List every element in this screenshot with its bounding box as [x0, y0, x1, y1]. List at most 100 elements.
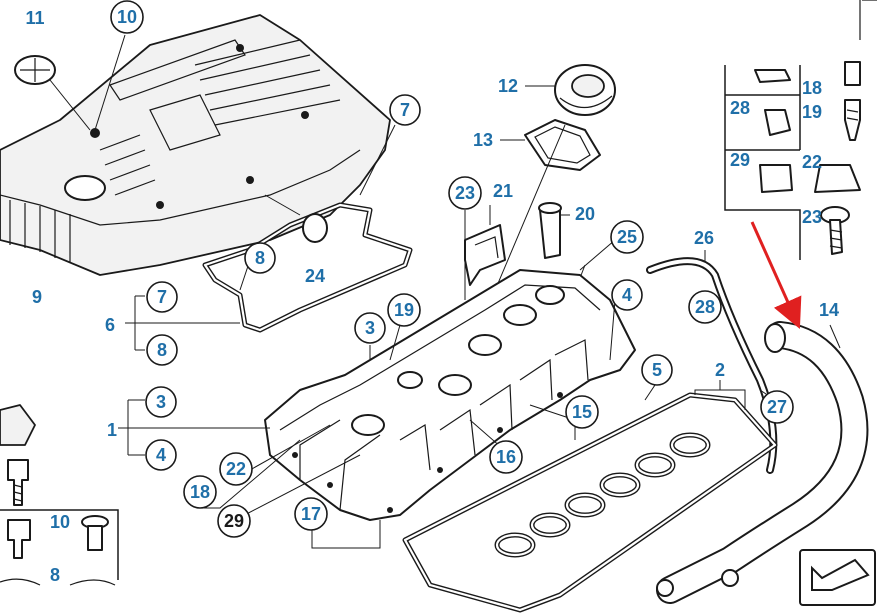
- callout-c4b: 4: [145, 439, 177, 471]
- cap-seal-13: [454, 119, 601, 386]
- callout-label: 28: [695, 297, 715, 317]
- callout-circle: [448, 176, 482, 210]
- callout-label: 24: [305, 266, 325, 286]
- callout-label: 6: [105, 315, 115, 335]
- callout-label: 18: [190, 482, 210, 502]
- callout-label: 26: [694, 228, 714, 248]
- callout-c7a: 7: [389, 94, 421, 126]
- callout-c25: 25: [610, 220, 644, 254]
- callout-circle: [219, 452, 253, 486]
- highlight-arrow: [750, 221, 802, 329]
- callout-label: 11: [25, 8, 44, 28]
- callout-circle: [354, 312, 386, 344]
- callout-label: 10: [117, 7, 137, 27]
- callout-circle: [145, 439, 177, 471]
- callout-c18a: 18: [183, 475, 217, 509]
- callout-c10b: 10: [50, 512, 70, 532]
- callout-label: 5: [652, 360, 662, 380]
- callout-c27: 27: [760, 390, 794, 424]
- bracket-part-21: [464, 205, 506, 300]
- callout-label: 10: [50, 512, 70, 532]
- callout-c17: 17: [294, 497, 328, 531]
- engine-top-cover: [0, 14, 391, 276]
- callout-c19b: 19: [802, 102, 822, 122]
- callout-label: 27: [767, 397, 787, 417]
- callout-c21: 21: [493, 181, 513, 201]
- callout-c4a: 4: [611, 279, 643, 311]
- pin-part-20: [538, 202, 570, 259]
- callout-label: 4: [156, 445, 166, 465]
- callout-c29a: 29: [217, 504, 251, 538]
- callout-label: 1: [107, 420, 117, 440]
- callout-label: 25: [617, 227, 637, 247]
- callout-circle: [146, 281, 178, 313]
- callout-c2: 2: [715, 360, 725, 380]
- callout-c20: 20: [575, 204, 595, 224]
- callout-circle: [389, 94, 421, 126]
- callout-label: 13: [473, 130, 493, 150]
- callout-label: 15: [572, 402, 592, 422]
- callout-c8b: 8: [146, 334, 178, 366]
- callout-c6: 6: [105, 315, 115, 335]
- callout-label: 2: [715, 360, 725, 380]
- clip-part-11: [14, 55, 91, 131]
- callout-c7b: 7: [146, 281, 178, 313]
- callout-c8a: 8: [244, 242, 276, 274]
- callout-c18b: 18: [802, 78, 822, 98]
- callout-label: 22: [802, 152, 822, 172]
- callout-circle: [146, 334, 178, 366]
- callout-c23b: 23: [802, 207, 822, 227]
- callout-label: 12: [498, 76, 518, 96]
- callout-label: 8: [255, 248, 265, 268]
- callout-c1: 1: [107, 420, 117, 440]
- oil-filler-cap-12: [525, 64, 616, 116]
- callout-circle: [489, 440, 523, 474]
- callout-c15: 15: [565, 395, 599, 429]
- callout-label: 4: [622, 285, 632, 305]
- callout-label: 23: [455, 183, 475, 203]
- callout-label: 22: [226, 459, 246, 479]
- callout-c22b: 22: [802, 152, 822, 172]
- callout-label: 14: [819, 300, 839, 320]
- callout-label: 3: [156, 392, 166, 412]
- callout-circle: [183, 475, 217, 509]
- callout-label: 19: [802, 102, 822, 122]
- callout-circle: [610, 220, 644, 254]
- callout-c24: 24: [305, 266, 325, 286]
- callout-label: 8: [50, 565, 60, 585]
- callout-c26: 26: [694, 228, 714, 248]
- callout-label: 21: [493, 181, 513, 201]
- callout-label: 28: [730, 98, 750, 118]
- right-inset-fastener-panel: [724, 0, 877, 260]
- callout-circle: [294, 497, 328, 531]
- cover-gasket-7: [202, 124, 413, 333]
- callout-label: 20: [575, 204, 595, 224]
- breather-pipe-14: [656, 321, 869, 604]
- callout-c3a: 3: [354, 312, 386, 344]
- callout-circle: [217, 504, 251, 538]
- callout-circle: [110, 0, 144, 34]
- callout-label: 29: [224, 511, 244, 531]
- callout-c13: 13: [473, 130, 493, 150]
- callout-c23a: 23: [448, 176, 482, 210]
- cylinder-head-cover-1: [264, 269, 636, 521]
- callout-c14: 14: [819, 300, 839, 320]
- callout-c11: 11: [25, 8, 44, 28]
- cover-gasket-5: [402, 384, 778, 613]
- callout-label: 23: [802, 207, 822, 227]
- callout-circle: [688, 290, 722, 324]
- callout-circle: [641, 354, 673, 386]
- callout-label: 7: [157, 287, 167, 307]
- callout-circle: [611, 279, 643, 311]
- callout-label: 9: [32, 287, 42, 307]
- callout-c28b: 28: [730, 98, 750, 118]
- callout-c3b: 3: [145, 386, 177, 418]
- callout-label: 17: [301, 504, 321, 524]
- callout-c10a: 10: [110, 0, 144, 34]
- callout-c12: 12: [498, 76, 518, 96]
- callout-label: 19: [394, 300, 414, 320]
- callout-label: 16: [496, 447, 516, 467]
- next-page-arrow-box[interactable]: [799, 549, 876, 606]
